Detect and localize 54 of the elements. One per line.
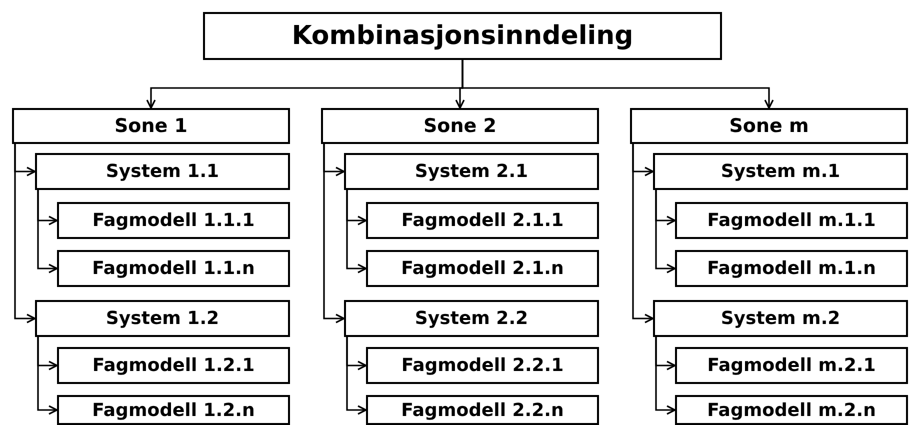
box-label: Fagmodell 1.2.n	[92, 400, 255, 420]
system-box	[653, 300, 908, 337]
model-box	[366, 395, 599, 425]
box-label: System m.1	[720, 161, 840, 182]
model-box	[57, 395, 290, 425]
arrow	[323, 144, 345, 324]
box-label: System 2.2	[414, 308, 528, 329]
box-label: Sone 1	[114, 115, 188, 137]
box-label: Kombinasjonsinndeling	[292, 21, 634, 51]
box-label: Fagmodell m.1.n	[707, 258, 876, 279]
zone-box	[12, 108, 290, 144]
system-box	[653, 153, 908, 190]
arrow	[14, 144, 36, 324]
arrow	[632, 144, 654, 324]
model-box	[57, 347, 290, 384]
arrow	[37, 190, 58, 274]
model-box	[366, 250, 599, 287]
model-box	[675, 347, 908, 384]
box-label: Fagmodell 2.2.1	[401, 355, 564, 376]
system-box	[344, 153, 599, 190]
system-box	[35, 300, 290, 337]
box-label: Fagmodell 1.1.1	[92, 210, 255, 231]
box-label: Fagmodell m.2.1	[707, 355, 876, 376]
box-label: Fagmodell 1.2.1	[92, 355, 255, 376]
model-box	[675, 202, 908, 239]
zone-box	[321, 108, 599, 144]
box-label: System 1.1	[106, 161, 220, 182]
box-label: Fagmodell 1.1.n	[92, 258, 255, 279]
arrow	[37, 337, 58, 415]
model-box	[57, 202, 290, 239]
box-label: System m.2	[720, 308, 840, 329]
zone-box	[630, 108, 908, 144]
box-label: Fagmodell 2.2.n	[401, 400, 564, 420]
box-label: System 1.2	[106, 308, 220, 329]
model-box	[675, 395, 908, 425]
model-box	[675, 250, 908, 287]
box-label: Sone 2	[424, 115, 496, 137]
box-label: Fagmodell m.2.n	[707, 400, 876, 420]
title-box	[203, 12, 722, 60]
system-box	[35, 153, 290, 190]
box-label: Sone m	[729, 115, 809, 137]
model-box	[366, 347, 599, 384]
box-label: System 2.1	[414, 161, 528, 182]
arrow	[655, 190, 676, 274]
box-label: Fagmodell 2.1.n	[401, 258, 564, 279]
arrow	[462, 60, 774, 109]
model-box	[366, 202, 599, 239]
box-label: Fagmodell 2.1.1	[401, 210, 564, 231]
box-label: Fagmodell m.1.1	[707, 210, 876, 231]
arrow	[346, 190, 367, 274]
system-box	[344, 300, 599, 337]
arrow	[655, 337, 676, 415]
model-box	[57, 250, 290, 287]
arrow	[346, 337, 367, 415]
